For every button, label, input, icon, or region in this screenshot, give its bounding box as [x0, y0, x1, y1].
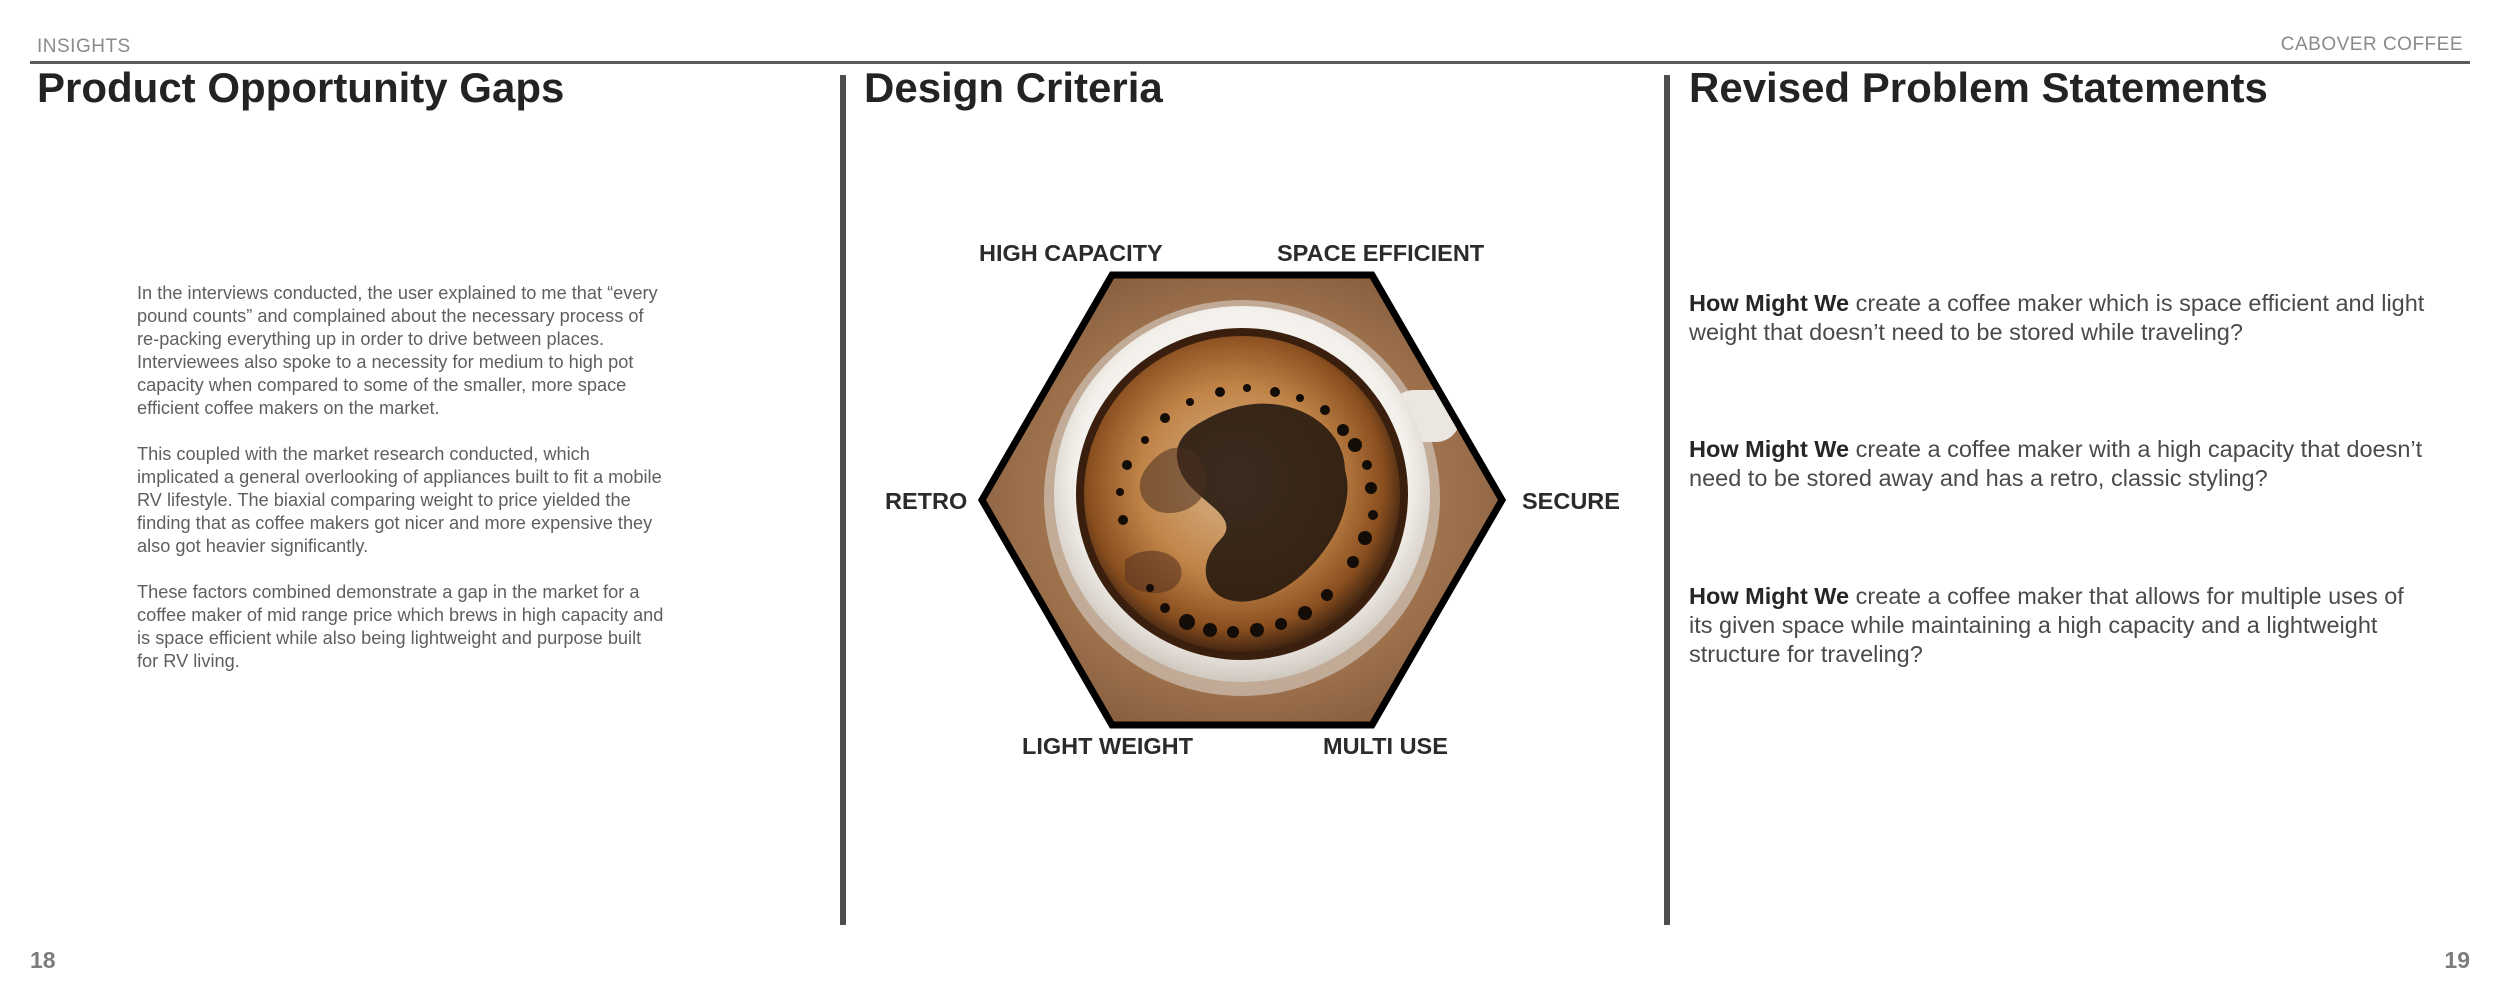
design-criteria-hexagon: [975, 270, 1509, 730]
criterion-secure: SECURE: [1522, 488, 1620, 514]
criterion-retro: RETRO: [885, 488, 968, 514]
criterion-multi-use: MULTI USE: [1323, 733, 1448, 759]
coffee-cup-photo-icon: [977, 271, 1507, 729]
hmw-lead: How Might We: [1689, 436, 1850, 462]
hmw-lead: How Might We: [1689, 583, 1850, 609]
paragraph-market-research: This coupled with the market research co…: [137, 444, 662, 556]
right-column-title: Revised Problem Statements: [1689, 64, 2268, 111]
column-divider-right: [1664, 75, 1670, 925]
statement-text: create a coffee maker that allows for mu…: [1689, 583, 2404, 667]
header-rule: [30, 61, 2470, 64]
page-number-right: 19: [2444, 947, 2470, 973]
middle-column-title: Design Criteria: [864, 64, 1163, 111]
paragraph-interviews: In the interviews conducted, the user ex…: [137, 283, 658, 418]
problem-statement-2: How Might We create a coffee maker with …: [1689, 435, 2429, 493]
brand-label: CABOVER COFFEE: [2280, 34, 2463, 55]
criterion-high-capacity: HIGH CAPACITY: [979, 240, 1163, 266]
left-column-title: Product Opportunity Gaps: [37, 64, 565, 111]
problem-statement-3: How Might We create a coffee maker that …: [1689, 582, 2429, 669]
criterion-light-weight: LIGHT WEIGHT: [1022, 733, 1194, 759]
section-label: INSIGHTS: [37, 36, 131, 57]
paragraph-conclusion: These factors combined demonstrate a gap…: [137, 582, 664, 671]
opportunity-text: In the interviews conducted, the user ex…: [137, 282, 667, 696]
criterion-space-efficient: SPACE EFFICIENT: [1277, 240, 1485, 266]
statement-text: create a coffee maker which is space eff…: [1689, 290, 2425, 345]
column-divider-left: [840, 75, 846, 925]
hmw-lead: How Might We: [1689, 290, 1850, 316]
page-number-left: 18: [30, 947, 56, 973]
statement-text: create a coffee maker with a high capaci…: [1689, 436, 2423, 491]
problem-statement-1: How Might We create a coffee maker which…: [1689, 289, 2429, 347]
